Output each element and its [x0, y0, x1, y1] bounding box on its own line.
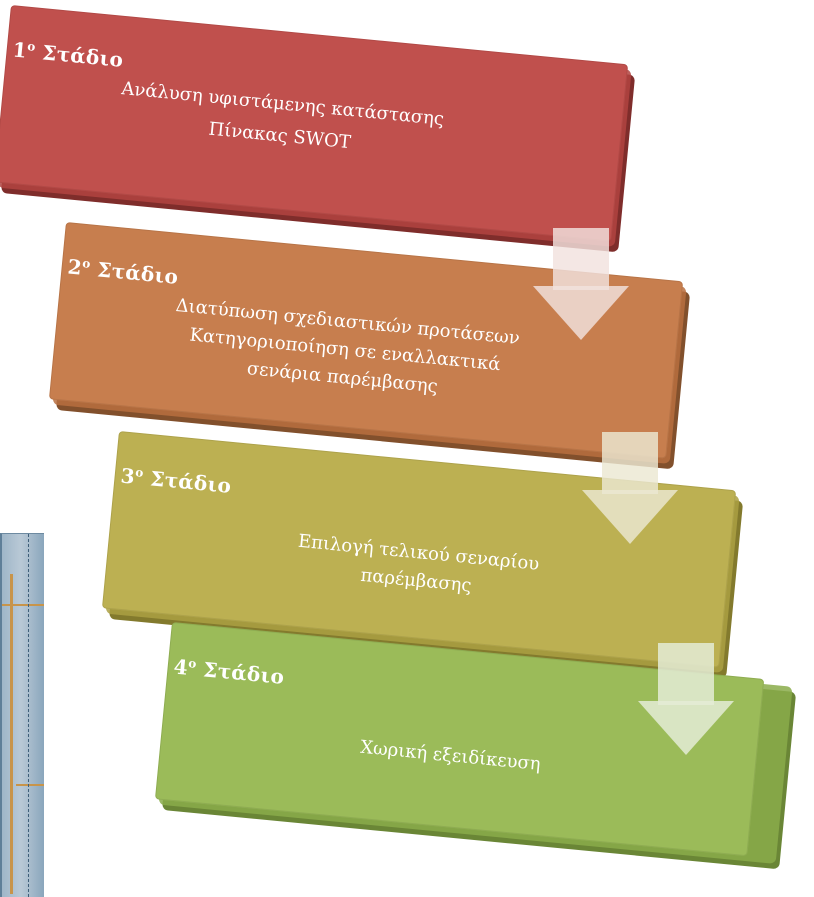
down-arrow-icon	[638, 643, 734, 763]
down-arrow-icon	[533, 228, 629, 348]
map-fragment	[0, 533, 44, 897]
down-arrow-icon	[582, 432, 678, 552]
stage-1-panel: 1ο Στάδιο Ανάλυση υφιστάμενης κατάστασης…	[0, 5, 636, 253]
